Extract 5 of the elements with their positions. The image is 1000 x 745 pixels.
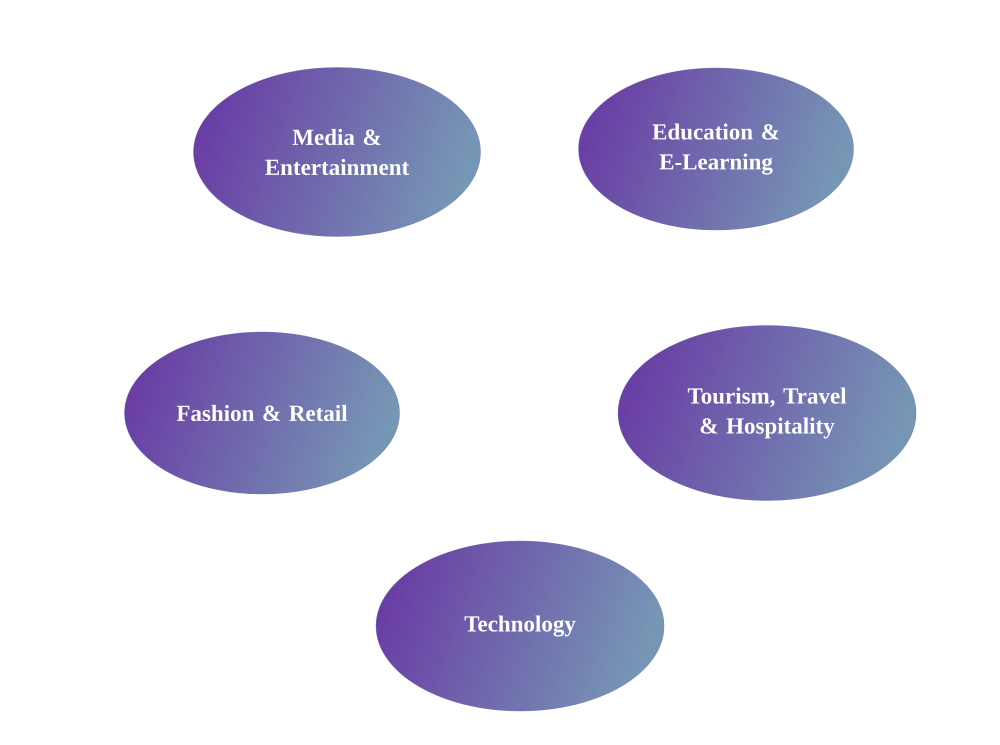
category-label: Fashion & Retail: [176, 404, 348, 422]
category-label: Technology: [464, 615, 576, 637]
category-label: Education & E-Learning: [652, 123, 779, 175]
category-label: Tourism, Travel & Hospitality: [688, 388, 846, 438]
category-label: Media & Entertainment: [265, 128, 410, 176]
